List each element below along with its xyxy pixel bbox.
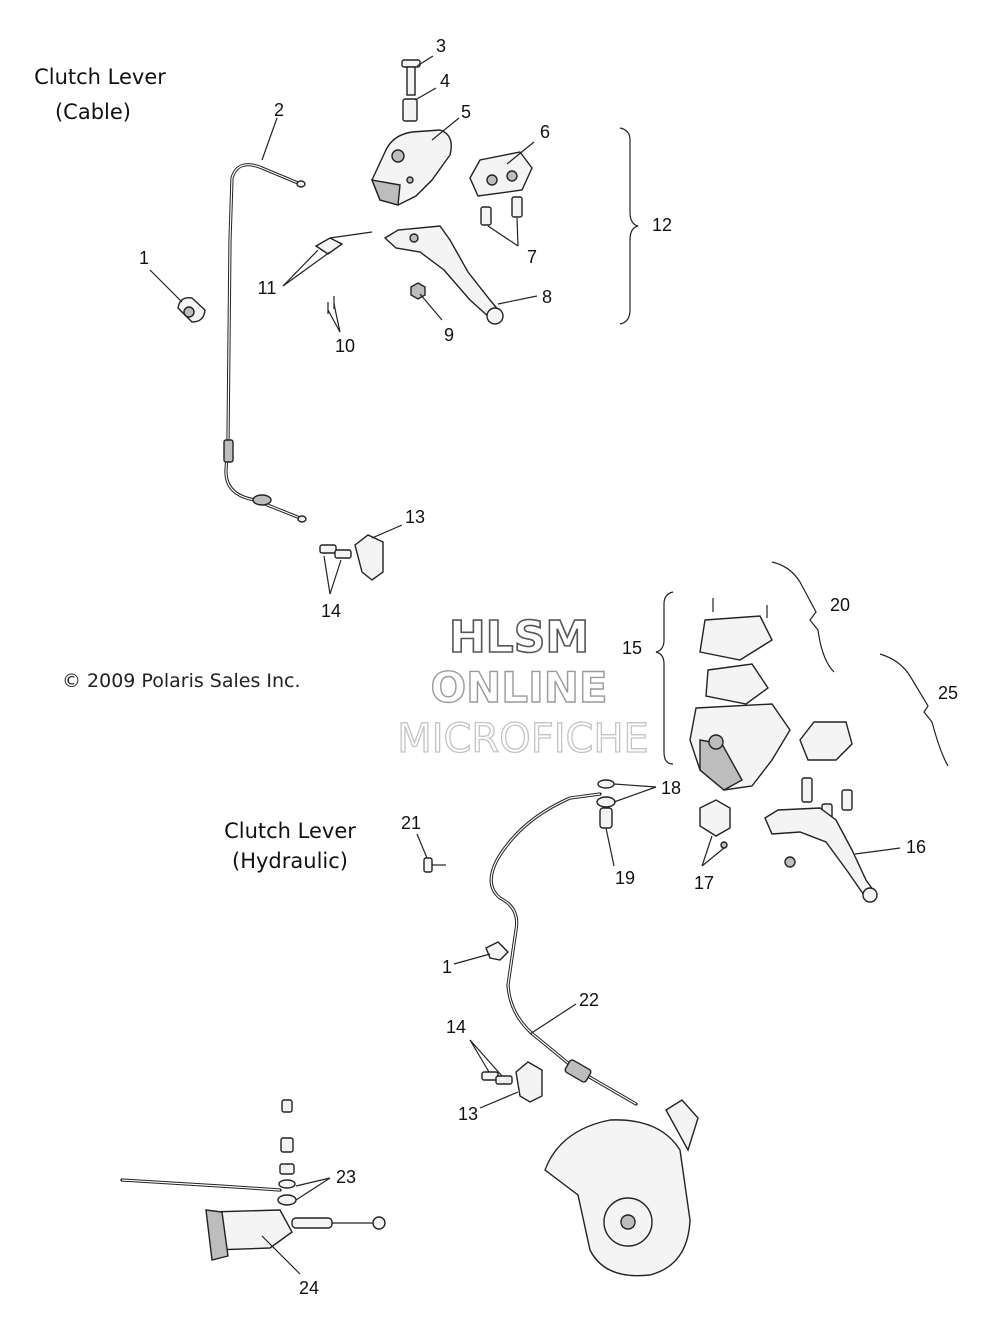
callout-24: 24 [299, 1278, 319, 1298]
leader-lines [149, 55, 901, 1275]
bracket-13-top [354, 534, 384, 581]
watermark-line2: ONLINE [430, 663, 607, 712]
master-cylinder-body [689, 703, 791, 791]
callout-10: 10 [335, 336, 355, 356]
cable-clip-top [177, 297, 206, 323]
switch-11 [314, 231, 373, 255]
watermark-line3: MICROFICHE [397, 716, 649, 762]
hydraulic-lever-16 [764, 807, 878, 903]
engine-clutch-cover [544, 1099, 699, 1277]
bleeder-21 [423, 857, 446, 873]
callout-11: 11 [258, 278, 277, 298]
callout-2: 2 [274, 100, 284, 120]
callout-13-lower: 13 [458, 1104, 478, 1124]
brace-15 [655, 591, 674, 765]
callout-8: 8 [542, 287, 552, 307]
callout-18: 18 [661, 778, 681, 798]
callout-5: 5 [461, 102, 471, 122]
callout-15: 15 [622, 638, 642, 658]
callout-14-lower: 14 [446, 1017, 466, 1037]
callout-13-top: 13 [405, 507, 425, 527]
hydraulic-hose-22 [489, 792, 638, 1106]
bolt-3 [401, 59, 421, 96]
title-hydraulic-line2: (Hydraulic) [232, 849, 348, 873]
callout-22: 22 [579, 990, 599, 1010]
callout-14-top: 14 [321, 601, 341, 621]
brace-20 [771, 561, 835, 673]
switch-17 [699, 799, 731, 849]
callout-21: 21 [401, 813, 421, 833]
callout-9: 9 [444, 325, 454, 345]
clutch-lever-8 [383, 225, 504, 325]
slave-cylinder-24 [120, 1178, 386, 1261]
washers-23 [277, 1099, 297, 1206]
callout-6: 6 [540, 122, 550, 142]
cable-clip-lower [485, 941, 509, 961]
callout-3: 3 [436, 36, 446, 56]
callout-19: 19 [615, 868, 635, 888]
clutch-cable [223, 163, 307, 523]
reservoir-cover-20 [699, 598, 773, 661]
callout-4: 4 [440, 71, 450, 91]
callout-1-lower: 1 [442, 957, 452, 977]
title-hydraulic-line1: Clutch Lever [224, 819, 356, 843]
callout-23: 23 [336, 1167, 356, 1187]
bolts-14-top [319, 544, 352, 559]
callout-numbers: 3 4 5 2 6 12 7 1 11 8 10 9 13 14 20 15 2… [139, 36, 958, 1298]
callout-20: 20 [830, 595, 850, 615]
watermark-line1: HLSM [449, 612, 589, 663]
clamp-hydraulic [799, 721, 853, 761]
copyright-text: © 2009 Polaris Sales Inc. [62, 670, 301, 692]
banjo-washers-18 [596, 779, 616, 808]
callout-16: 16 [906, 837, 926, 857]
bracket-13-lower [515, 1061, 543, 1103]
title-cable-line1: Clutch Lever [34, 65, 166, 89]
diaphragm [705, 663, 769, 705]
lever-bracket-5 [370, 129, 452, 206]
bolts-14-lower [481, 1071, 513, 1085]
clamp-6 [469, 151, 533, 197]
callout-7: 7 [527, 247, 537, 267]
callout-25: 25 [938, 683, 958, 703]
callout-12: 12 [652, 215, 672, 235]
brace-25 [879, 653, 949, 767]
screws-7 [480, 196, 523, 226]
banjo-bolt-19 [599, 807, 613, 829]
brace-12 [619, 127, 639, 325]
callout-1-top: 1 [139, 248, 149, 268]
callout-17: 17 [694, 873, 714, 893]
spacer-4 [402, 98, 418, 122]
title-cable-line2: (Cable) [55, 100, 131, 124]
